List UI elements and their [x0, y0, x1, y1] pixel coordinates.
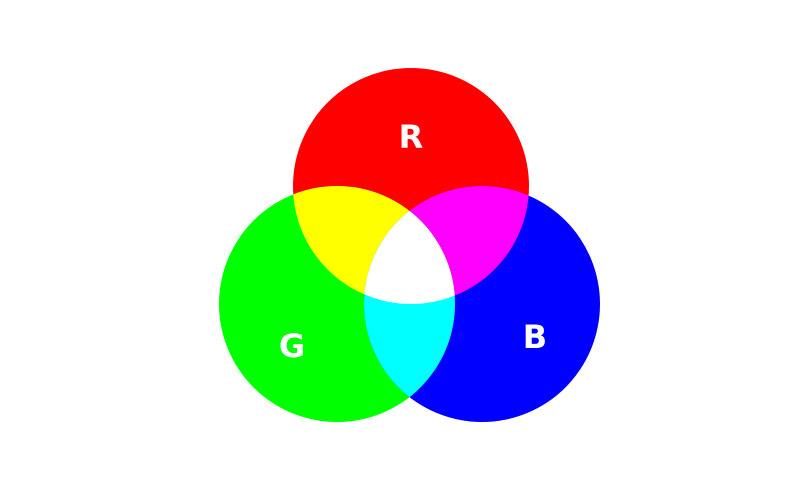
blue-circle-label: B — [523, 318, 547, 356]
green-circle-label: G — [279, 327, 305, 365]
red-circle-label: R — [399, 118, 424, 156]
white-overlap-all — [364, 186, 455, 304]
